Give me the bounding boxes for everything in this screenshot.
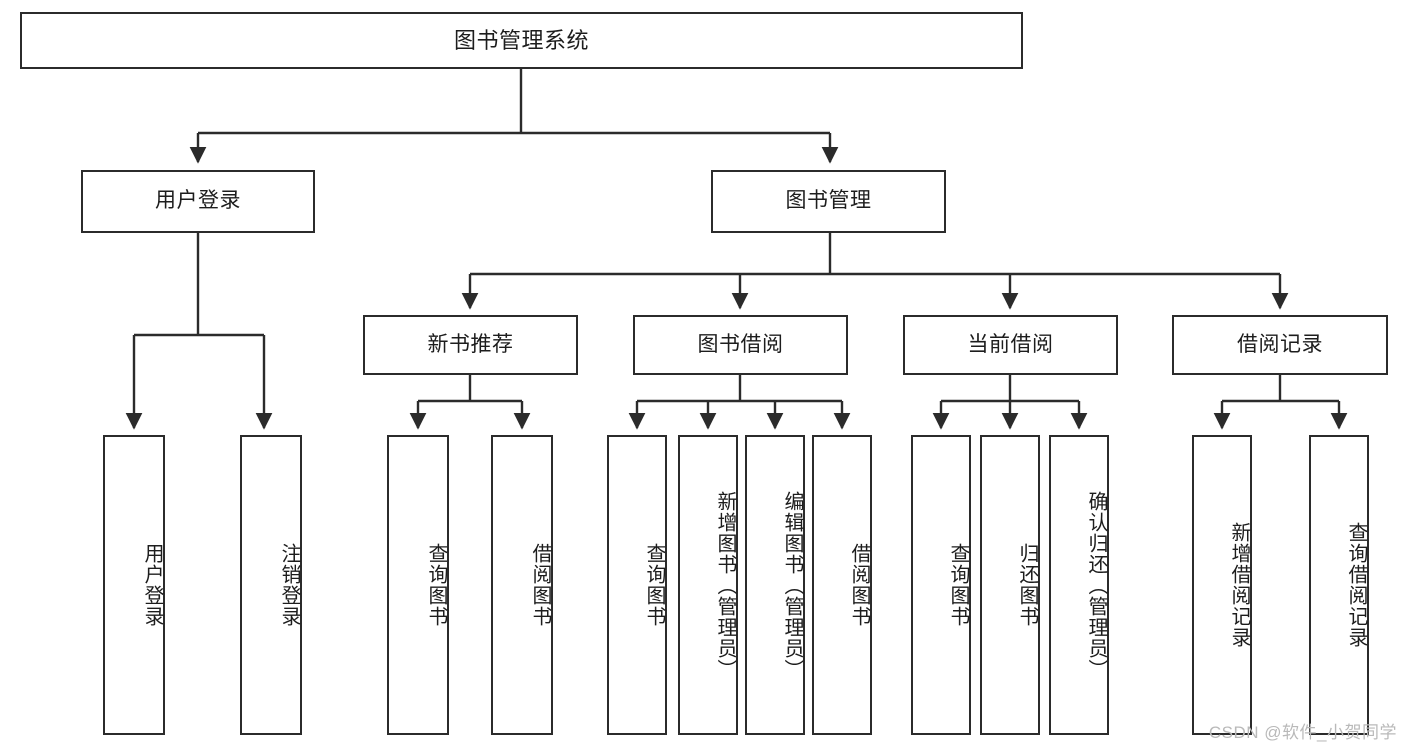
watermark-text: CSDN @软件_小贺同学: [1208, 723, 1397, 742]
node-label: 借阅图书: [848, 543, 870, 627]
leaf-borrow-query-book[interactable]: 查询图书: [607, 435, 667, 735]
node-label: 查询图书: [947, 543, 969, 627]
node-label: 当前借阅: [967, 332, 1054, 356]
node-label: 归还图书: [1016, 543, 1038, 627]
node-label: 借阅记录: [1237, 332, 1323, 356]
leaf-current-query-book[interactable]: 查询图书: [911, 435, 971, 735]
leaf-current-confirm-return-admin[interactable]: 确认归还（管理员）: [1049, 435, 1109, 735]
node-label: 用户登录: [141, 543, 163, 627]
node-label: 确认归还（管理员）: [1085, 490, 1107, 680]
node-label: 借阅图书: [529, 543, 551, 627]
leaf-record-add-record[interactable]: 新增借阅记录: [1192, 435, 1252, 735]
node-label: 图书管理系统: [453, 27, 589, 53]
node-label: 编辑图书（管理员）: [781, 490, 803, 680]
node-user-login[interactable]: 用户登录: [81, 170, 315, 233]
leaf-borrow-add-book-admin[interactable]: 新增图书（管理员）: [678, 435, 738, 735]
leaf-new-book-borrow[interactable]: 借阅图书: [491, 435, 553, 735]
node-borrow-record[interactable]: 借阅记录: [1172, 315, 1388, 375]
node-label: 查询图书: [643, 543, 665, 627]
leaf-user-login-login[interactable]: 用户登录: [103, 435, 165, 735]
leaf-new-book-query[interactable]: 查询图书: [387, 435, 449, 735]
node-current-borrow[interactable]: 当前借阅: [903, 315, 1118, 375]
node-label: 查询图书: [425, 543, 447, 627]
node-book-management[interactable]: 图书管理: [711, 170, 946, 233]
node-root-book-management-system[interactable]: 图书管理系统: [20, 12, 1023, 69]
node-label: 图书管理: [785, 189, 872, 213]
node-label: 新增图书（管理员）: [714, 490, 736, 680]
node-label: 新书推荐: [427, 332, 514, 356]
node-new-book-recommend[interactable]: 新书推荐: [363, 315, 578, 375]
leaf-user-login-logout[interactable]: 注销登录: [240, 435, 302, 735]
node-label: 新增借阅记录: [1228, 522, 1250, 648]
node-label: 查询借阅记录: [1345, 522, 1367, 648]
node-label: 用户登录: [155, 189, 241, 213]
leaf-record-query-record[interactable]: 查询借阅记录: [1309, 435, 1369, 735]
leaf-current-return-book[interactable]: 归还图书: [980, 435, 1040, 735]
leaf-borrow-edit-book-admin[interactable]: 编辑图书（管理员）: [745, 435, 805, 735]
node-label: 图书借阅: [697, 332, 784, 356]
leaf-borrow-borrow-book[interactable]: 借阅图书: [812, 435, 872, 735]
node-book-borrow[interactable]: 图书借阅: [633, 315, 848, 375]
node-label: 注销登录: [278, 543, 300, 627]
